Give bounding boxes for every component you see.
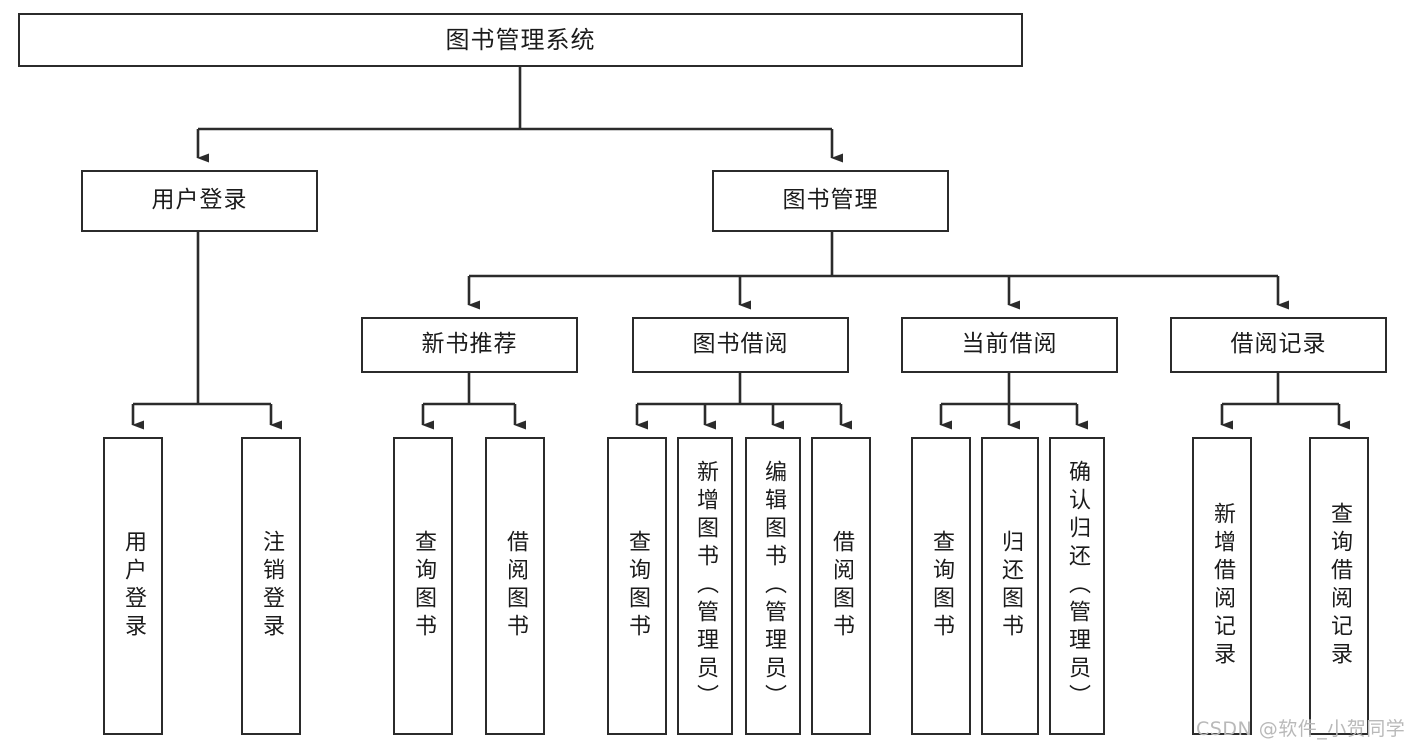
node-label: 注销登录 [259, 530, 284, 642]
node-label: 新增借阅记录 [1210, 502, 1235, 670]
node-label: 借阅图书 [503, 530, 528, 642]
node-book-management[interactable]: 图书管理 [712, 170, 949, 232]
node-book-borrow[interactable]: 图书借阅 [632, 317, 849, 373]
node-leaf-borrow-book[interactable]: 借阅图书 [811, 437, 871, 735]
node-leaf-add-borrow-record[interactable]: 新增借阅记录 [1192, 437, 1252, 735]
node-label: 借阅图书 [829, 530, 854, 642]
node-user-login[interactable]: 用户登录 [81, 170, 318, 232]
node-leaf-add-book-admin[interactable]: 新增图书（管理员） [677, 437, 733, 735]
node-label: 当前借阅 [961, 331, 1058, 358]
node-label: 用户登录 [151, 187, 248, 214]
node-label: 查询图书 [625, 530, 650, 642]
node-leaf-borrow-book-recommend[interactable]: 借阅图书 [485, 437, 545, 735]
node-leaf-user-login[interactable]: 用户登录 [103, 437, 163, 735]
node-label: 查询借阅记录 [1327, 502, 1352, 670]
node-leaf-edit-book-admin[interactable]: 编辑图书（管理员） [745, 437, 801, 735]
node-label: 图书管理系统 [445, 25, 596, 54]
node-leaf-query-book-current[interactable]: 查询图书 [911, 437, 971, 735]
node-label: 图书管理 [782, 187, 879, 214]
node-label: 新增图书（管理员） [693, 460, 718, 712]
csdn-watermark: CSDN @软件_小贺同学 [1196, 718, 1405, 740]
node-leaf-return-book[interactable]: 归还图书 [981, 437, 1039, 735]
node-current-borrow[interactable]: 当前借阅 [901, 317, 1118, 373]
node-label: 归还图书 [998, 530, 1023, 642]
node-label: 查询图书 [411, 530, 436, 642]
node-label: 用户登录 [121, 530, 146, 642]
node-label: 查询图书 [929, 530, 954, 642]
node-leaf-logout[interactable]: 注销登录 [241, 437, 301, 735]
node-label: 借阅记录 [1230, 331, 1327, 358]
node-leaf-confirm-return-admin[interactable]: 确认归还（管理员） [1049, 437, 1105, 735]
node-borrow-record[interactable]: 借阅记录 [1170, 317, 1387, 373]
node-new-book-recommend[interactable]: 新书推荐 [361, 317, 578, 373]
node-label: 编辑图书（管理员） [761, 460, 786, 712]
node-leaf-query-book-recommend[interactable]: 查询图书 [393, 437, 453, 735]
node-label: 图书借阅 [692, 331, 789, 358]
node-root-book-management-system[interactable]: 图书管理系统 [18, 13, 1023, 67]
node-leaf-query-book-borrow[interactable]: 查询图书 [607, 437, 667, 735]
node-leaf-query-borrow-record[interactable]: 查询借阅记录 [1309, 437, 1369, 735]
node-label: 确认归还（管理员） [1065, 460, 1090, 712]
node-label: 新书推荐 [421, 331, 518, 358]
